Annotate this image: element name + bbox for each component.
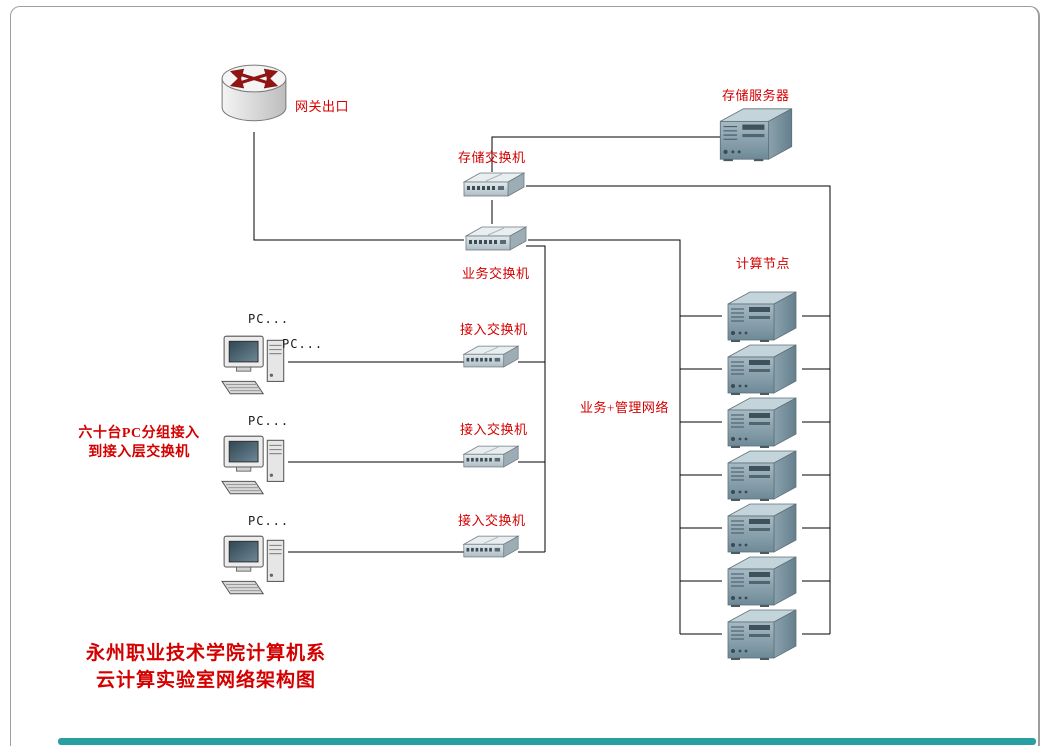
server-icon: [714, 106, 798, 162]
server-icon: [722, 396, 802, 448]
access-switch-2-label: 接入交换机: [460, 422, 528, 437]
pc-group-2: [220, 434, 294, 503]
diagram-title: 永州职业技术学院计算机系 云计算实验室网络架构图: [58, 640, 354, 694]
access-switch-2: [462, 443, 520, 476]
compute-node-4: [722, 449, 802, 506]
compute-node-6: [722, 555, 802, 612]
switch-icon: [464, 224, 528, 254]
server-icon: [722, 343, 802, 395]
storage-server: [714, 106, 798, 167]
pc-grouping-note-line2: 到接入层交换机: [88, 445, 190, 460]
server-icon: [722, 290, 802, 342]
gateway-router: [218, 62, 290, 133]
pc-grouping-note: 六十台PC分组接入 到接入层交换机: [64, 424, 214, 462]
server-icon: [722, 502, 802, 554]
diagram-title-line1: 永州职业技术学院计算机系: [85, 643, 326, 664]
server-icon: [722, 608, 802, 660]
server-icon: [722, 555, 802, 607]
switch-icon: [462, 343, 520, 371]
server-icon: [722, 449, 802, 501]
gateway-label: 网关出口: [295, 99, 350, 114]
business-switch: [464, 224, 528, 259]
access-switch-1: [462, 343, 520, 376]
access-switch-3-label: 接入交换机: [458, 513, 526, 528]
pc-group-3: [220, 534, 294, 603]
compute-node-3: [722, 396, 802, 453]
router-icon: [218, 62, 290, 128]
switch-icon: [462, 443, 520, 471]
pc-grouping-note-line1: 六十台PC分组接入: [78, 426, 200, 441]
pc-label-1a: PC...: [248, 312, 290, 326]
access-switch-1-label: 接入交换机: [460, 322, 528, 337]
compute-node-1: [722, 290, 802, 347]
pc-icon: [220, 534, 294, 598]
storage-switch-label: 存储交换机: [458, 150, 526, 165]
compute-node-5: [722, 502, 802, 559]
diagram-title-line2: 云计算实验室网络架构图: [95, 670, 316, 691]
storage-server-label: 存储服务器: [722, 88, 790, 103]
pc-label-3: PC...: [248, 514, 290, 528]
switch-icon: [462, 170, 526, 200]
compute-nodes-label: 计算节点: [736, 256, 791, 271]
network-label: 业务+管理网络: [580, 400, 669, 415]
access-switch-3: [462, 533, 520, 566]
business-switch-label: 业务交换机: [462, 266, 530, 281]
compute-node-2: [722, 343, 802, 400]
switch-icon: [462, 533, 520, 561]
pc-icon: [220, 434, 294, 498]
storage-switch: [462, 170, 526, 205]
pc-label-2: PC...: [248, 414, 290, 428]
compute-node-7: [722, 608, 802, 665]
pc-label-1b: PC...: [282, 337, 324, 351]
bottom-scrollbar[interactable]: [58, 738, 1036, 745]
